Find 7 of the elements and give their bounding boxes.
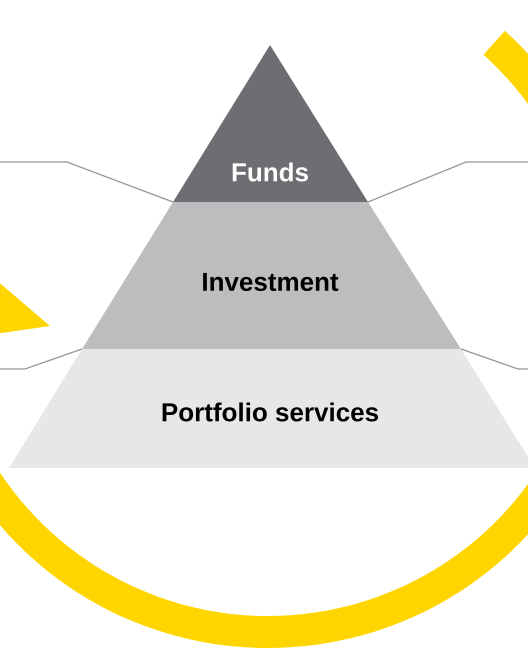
leader-line: [368, 161, 528, 203]
pyramid-tier: Investment: [82, 202, 461, 349]
leader-line: [0, 348, 82, 370]
leader-line: [0, 161, 174, 203]
leader-line: [460, 348, 528, 370]
pyramid-tier: Funds: [173, 45, 368, 202]
pyramid-tier: Portfolio services: [9, 349, 528, 468]
